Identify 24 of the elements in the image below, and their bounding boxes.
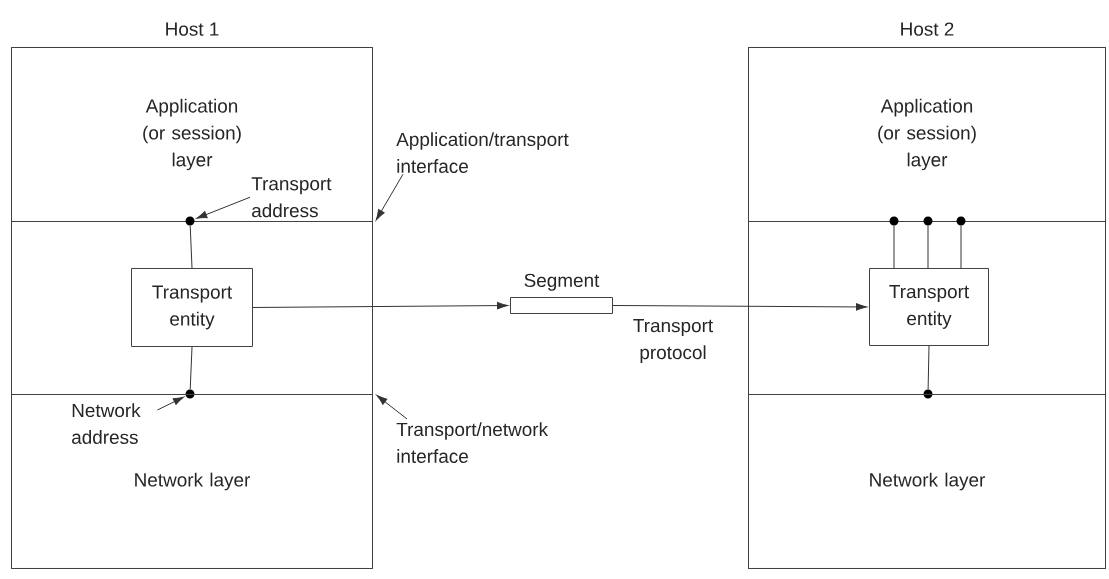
connector-line [927,345,930,390]
leader-arrow [156,396,185,411]
connector-line [960,225,962,269]
callout-text: Network address [72,403,141,444]
protocol-label: Transport protocol [633,319,713,363]
entity-box: Transport entity [131,268,253,347]
leader-arrow [196,196,251,219]
connector-line [927,225,929,269]
arrow [612,303,867,311]
segment-box: Segment [510,273,613,314]
node-label: Segment [524,273,600,291]
callout-text: Transport address [251,177,332,218]
connector-line [189,346,193,390]
arrow [375,173,404,221]
callout-text: Application/transport interface [396,132,569,173]
layer-band: Application (or session) layer [748,47,1106,222]
connector-line [893,225,895,269]
node-label: Host 1 [166,22,219,36]
connector-line [189,225,193,269]
layer-band: Network layer [748,394,1106,569]
node-label: Host 2 [901,22,954,36]
callout-text: Transport/network interface [396,422,549,463]
arrow [376,395,408,420]
entity-box: Transport entity [869,268,989,346]
